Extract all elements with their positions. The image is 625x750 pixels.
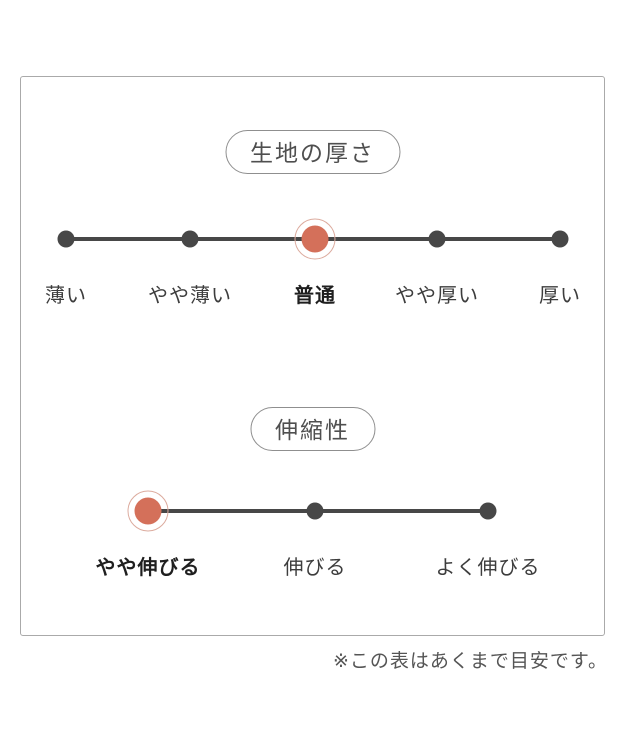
stretch-title-pill: 伸縮性 [250, 407, 375, 451]
disclaimer-footnote: ※この表はあくまで目安です。 [332, 651, 608, 672]
scale-dot-icon [306, 502, 324, 520]
selected-marker-icon [294, 218, 336, 260]
stretch-label-high: よく伸びる [435, 557, 541, 579]
stretch-label-slight: やや伸びる [95, 557, 201, 579]
scale-dot-icon [57, 230, 75, 248]
scale-dot-icon [479, 502, 497, 520]
chart-border-box: 生地の厚さ 薄い やや薄い 普通 やや厚い 厚い 伸縮性 [20, 76, 605, 636]
thickness-label-slightly-thick: やや厚い [395, 285, 479, 307]
thickness-title-pill: 生地の厚さ [225, 130, 400, 174]
stretch-label-medium: 伸びる [283, 557, 347, 579]
thickness-title: 生地の厚さ [250, 140, 375, 166]
thickness-label-thick: 厚い [539, 285, 581, 307]
thickness-label-thin: 薄い [45, 285, 87, 307]
thickness-label-slightly-thin: やや薄い [148, 285, 232, 307]
scale-dot-icon [428, 230, 446, 248]
stretch-title: 伸縮性 [275, 417, 350, 443]
selected-marker-icon [127, 490, 169, 532]
scale-dot-icon [181, 230, 199, 248]
thickness-label-normal: 普通 [294, 285, 336, 307]
scale-dot-icon [551, 230, 569, 248]
